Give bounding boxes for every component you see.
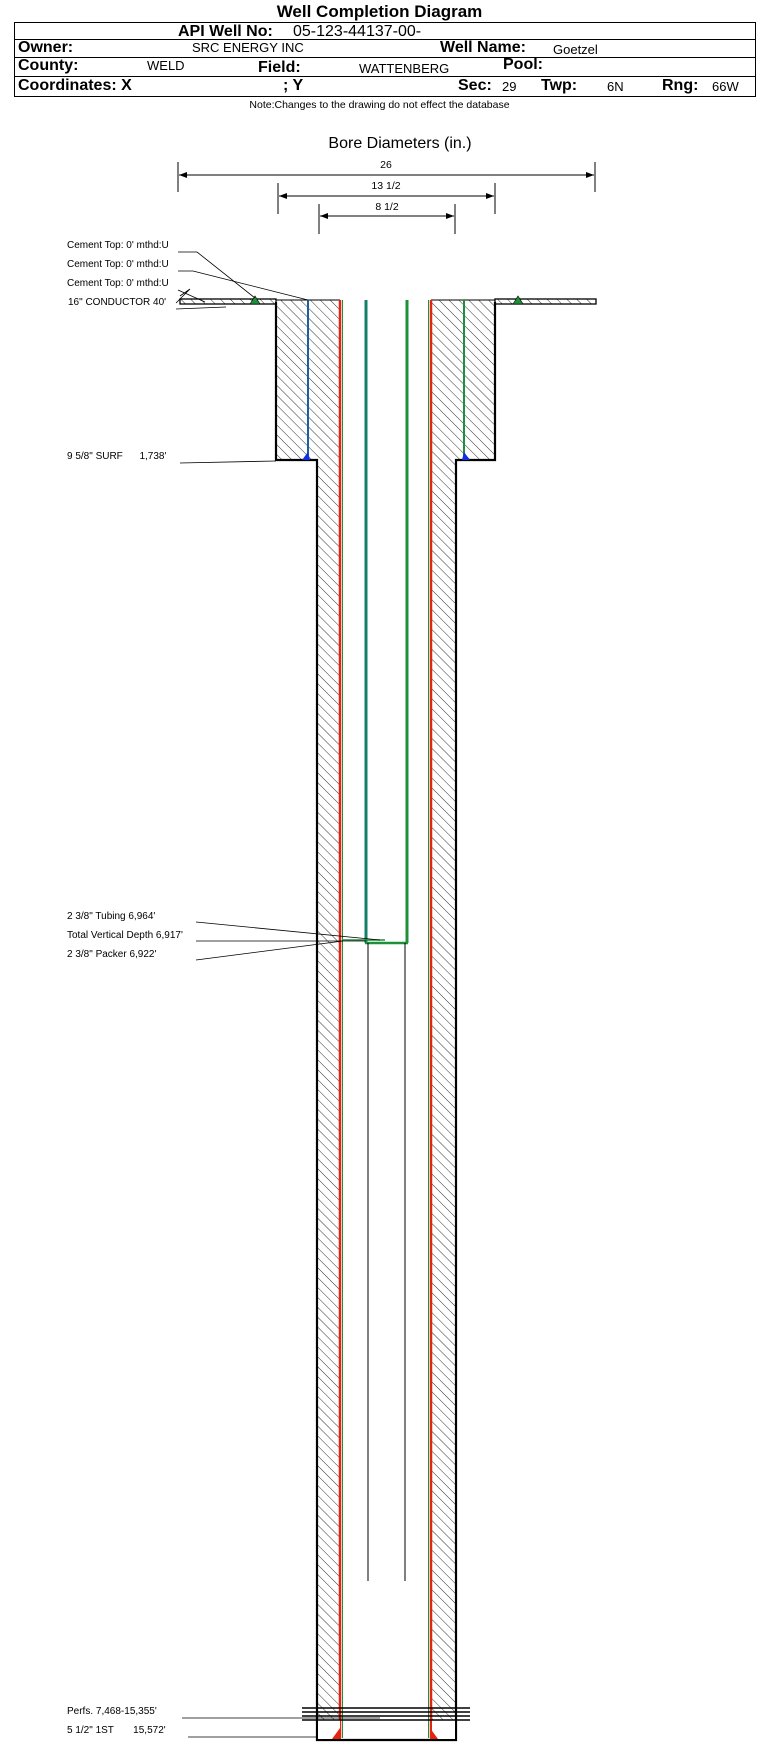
- surface-shoe-icon: [302, 452, 310, 460]
- cement-top-label: Cement Top: 0' mthd:U: [67, 240, 169, 251]
- dimension-label: 26: [380, 159, 392, 171]
- row-divider: [15, 57, 755, 58]
- hole-outline: [274, 302, 497, 1742]
- conductor-label: 16" CONDUCTOR 40': [68, 297, 166, 308]
- cement-top-marker-icon: [512, 295, 524, 305]
- conductor-casing: [179, 298, 597, 305]
- api-value: 05-123-44137-00-: [293, 23, 422, 40]
- coord-x-label: Coordinates: X: [18, 77, 132, 94]
- packer-label: 2 3/8" Packer 6,922': [67, 949, 156, 960]
- cement-top-label: Cement Top: 0' mthd:U: [67, 259, 169, 270]
- dimension-13-1-2: 13 1/2: [277, 180, 496, 214]
- diagram-title: Well Completion Diagram: [276, 2, 483, 21]
- pool-label: Pool:: [503, 56, 543, 73]
- dimension-8-1-2: 8 1/2: [318, 201, 456, 234]
- sec-label: Sec:: [458, 77, 492, 94]
- rng-label: Rng:: [662, 77, 699, 94]
- dimension-26: 26: [177, 159, 596, 192]
- cement-top-label: Cement Top: 0' mthd:U: [67, 278, 169, 289]
- database-note: Note:Changes to the drawing do not effec…: [249, 99, 510, 111]
- perfs-label: Perfs. 7,468-15,355': [67, 1706, 157, 1717]
- surface-shoe-icon: [462, 452, 470, 460]
- sec-value: 29: [502, 79, 517, 94]
- county-value: WELD: [147, 58, 185, 73]
- row-divider: [15, 76, 755, 77]
- county-label: County:: [18, 57, 79, 74]
- production-shoe-icon: [332, 1728, 341, 1739]
- cement-annulus: [276, 300, 495, 1720]
- field-value: WATTENBERG: [359, 61, 450, 76]
- bore-diameters-title: Bore Diameters (in.): [328, 135, 471, 152]
- coord-y-label: ; Y: [283, 77, 304, 94]
- surface-casing-label: 9 5/8" SURF 1,738': [67, 451, 166, 462]
- well-name-label: Well Name:: [440, 39, 526, 56]
- twp-label: Twp:: [541, 77, 578, 94]
- row-divider: [15, 39, 755, 40]
- production-casing-label: 5 1/2" 1ST 15,572': [67, 1725, 166, 1736]
- well-info-table: [14, 22, 756, 97]
- dimension-label: 13 1/2: [371, 180, 400, 192]
- annotation-labels: Cement Top: 0' mthd:U Cement Top: 0' mth…: [67, 240, 183, 1736]
- surface-casing: [302, 300, 470, 460]
- field-label: Field:: [258, 59, 301, 76]
- cement-top-marker-icon: [249, 295, 261, 305]
- owner-label: Owner:: [18, 39, 74, 56]
- well-name-value: Goetzel: [553, 42, 598, 57]
- rng-value: 66W: [712, 79, 739, 94]
- tvd-label: Total Vertical Depth 6,917': [67, 930, 183, 941]
- tubing: [343, 300, 409, 1581]
- leader-lines: [175, 251, 381, 1738]
- owner-value: SRC ENERGY INC: [192, 40, 304, 55]
- api-label: API Well No:: [178, 23, 273, 40]
- dimension-label: 8 1/2: [375, 201, 399, 213]
- tubing-label: 2 3/8" Tubing 6,964': [67, 911, 155, 922]
- production-shoe-icon: [430, 1728, 438, 1739]
- twp-value: 6N: [607, 79, 624, 94]
- production-casing: [318, 300, 455, 1739]
- perforations: [302, 1707, 470, 1721]
